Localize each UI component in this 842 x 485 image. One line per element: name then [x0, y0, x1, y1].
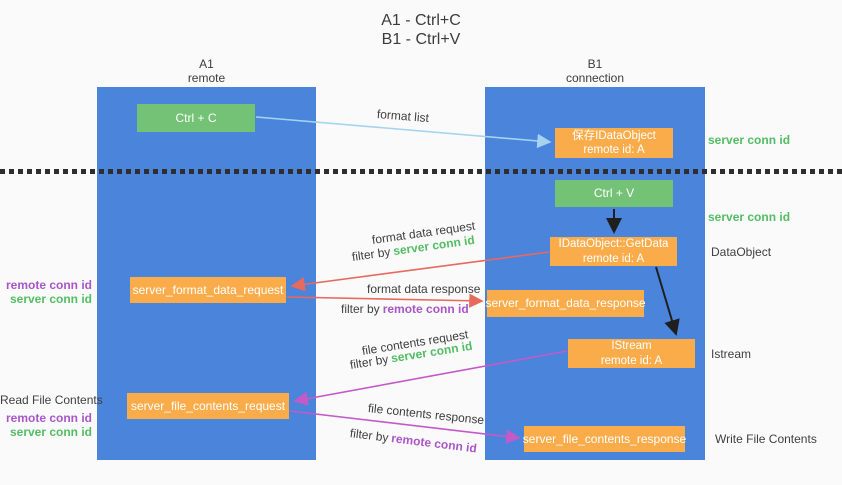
- left-read-file-contents-label: Read File Contents: [0, 393, 103, 407]
- server-file-contents-request-label: server_file_contents_request: [130, 398, 286, 413]
- left-remote-conn-id-mid: remote conn id: [5, 278, 92, 292]
- remote-conn-id-highlight: remote conn id: [382, 302, 469, 316]
- left-column-header: A1 remote: [97, 57, 316, 85]
- server-file-contents-response-label: server_file_contents_response: [522, 431, 687, 446]
- format-data-response-label: format data response: [367, 282, 481, 296]
- ctrl-c-label: Ctrl + C: [175, 110, 217, 125]
- right-column-role: connection: [565, 71, 625, 85]
- format-list-arrow: [255, 116, 552, 149]
- server-format-data-response-node: server_format_data_response: [485, 290, 646, 317]
- save-idataobject-line2: remote id: A: [583, 144, 645, 156]
- title-line-1: A1 - Ctrl+C: [381, 12, 461, 29]
- right-write-file-contents-label: Write File Contents: [715, 432, 817, 446]
- save-idataobject-node: 保存IDataObject remote id: A: [555, 128, 673, 158]
- left-column-name: A1: [199, 57, 214, 71]
- istream-line2: remote id: A: [600, 354, 663, 367]
- right-column-name: B1: [587, 57, 603, 71]
- phase-divider-dotted-line: [0, 169, 842, 174]
- getdata-line2: remote id: A: [582, 252, 645, 265]
- right-server-conn-id-mid: server conn id: [708, 210, 791, 224]
- left-column-role: remote: [187, 71, 226, 85]
- filter-by-prefix: filter by: [341, 302, 380, 316]
- right-dataobject-label: DataObject: [711, 245, 772, 259]
- left-server-conn-id-mid: server conn id: [9, 292, 92, 306]
- getdata-to-istream-arrow: [655, 266, 680, 336]
- getdata-node: IDataObject::GetData remote id: A: [550, 237, 677, 266]
- server-format-data-response-label: server_format_data_response: [485, 296, 646, 311]
- left-remote-conn-id-bottom: remote conn id: [5, 411, 92, 425]
- format-data-response-arrow: [286, 293, 484, 308]
- istream-line1: IStream: [611, 340, 652, 353]
- save-idataobject-line1: 保存IDataObject: [572, 129, 656, 142]
- left-server-conn-id-bottom: server conn id: [9, 425, 92, 439]
- getdata-line1: IDataObject::GetData: [558, 238, 669, 251]
- istream-node: IStream remote id: A: [568, 339, 695, 368]
- ctrl-v-label: Ctrl + V: [593, 186, 635, 201]
- server-file-contents-request-node: server_file_contents_request: [127, 393, 289, 419]
- ctrl-c-node: Ctrl + C: [137, 104, 255, 132]
- server-file-contents-response-node: server_file_contents_response: [522, 426, 687, 452]
- server-format-data-request-node: server_format_data_request: [130, 277, 286, 303]
- right-column-header: B1 connection: [485, 57, 705, 85]
- format-data-request-arrow: [290, 251, 550, 292]
- server-format-data-request-label: server_format_data_request: [132, 282, 284, 297]
- diagram-title: A1 - Ctrl+C B1 - Ctrl+V: [0, 11, 842, 49]
- right-istream-label: Istream: [711, 347, 752, 361]
- ctrl-v-node: Ctrl + V: [555, 180, 673, 207]
- file-contents-response-arrow: [289, 410, 521, 444]
- right-server-conn-id-top: server conn id: [708, 133, 791, 147]
- title-line-2: B1 - Ctrl+V: [381, 31, 461, 48]
- file-contents-request-arrow: [293, 350, 568, 406]
